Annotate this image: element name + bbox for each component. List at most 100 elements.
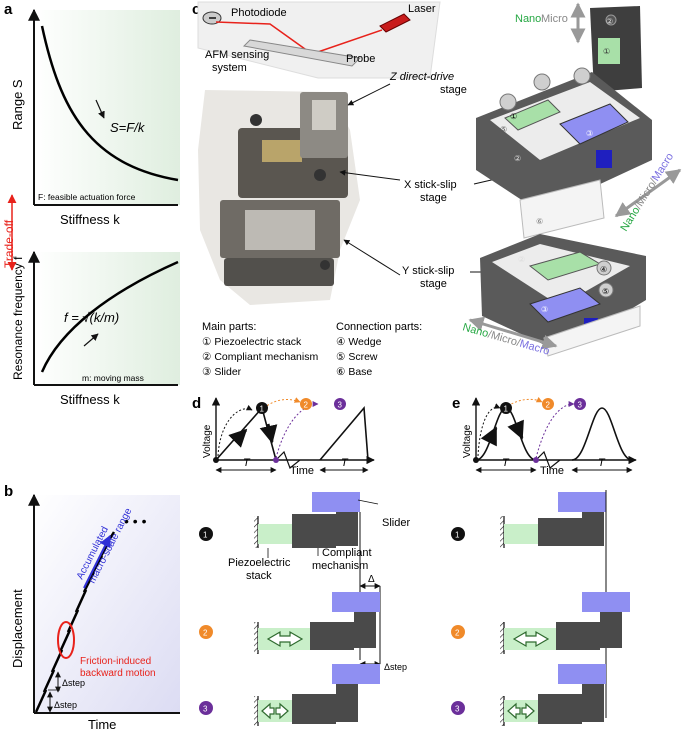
compliant-mechanism-1 [292,518,336,544]
y-stage-label-2: stage [420,278,447,290]
main-parts-title: Main parts: [202,321,256,333]
stage-labels: Z direct-drive stage X stick-slip stage … [339,71,501,290]
connection-part-6: ⑥ Base [336,366,372,378]
laser-label: Laser [408,3,436,15]
y-part-4: ④ [600,265,607,274]
e-piezo-stack-1 [504,524,538,544]
e-time-label: Time [540,465,564,477]
photodiode-label: Photodiode [231,7,287,19]
d-state-3: 3 [203,705,208,714]
afm-inset: Photodiode Laser AFM sensing system Prob… [197,1,441,79]
panel-label-e: e [452,395,460,412]
e-slider-3 [558,664,606,684]
friction-label-1: Friction-induced [80,656,151,667]
y-stage-label-1: Y stick-slip [402,265,454,277]
y-part-5: ⑤ [602,287,609,296]
tradeoff-indicator: Trade-off [2,194,17,271]
e-marker-3: 3 [578,401,583,410]
d-period-2: T [341,457,349,469]
y-scale-sep2: / [515,337,522,350]
d-marker-1: 1 [260,405,265,414]
laser-icon [379,13,411,33]
force-note: F: feasible actuation force [38,192,136,202]
x-part-2: ② [514,154,521,163]
x-part-1: ① [510,112,517,121]
e-voltage-label: Voltage [462,424,473,458]
main-part-1: ① Piezoelectric stack [202,336,302,348]
parts-legend: Main parts: ① Piezoelectric stack ② Comp… [202,321,422,378]
z-stage-label-2: stage [440,84,467,96]
e-period-1: T [502,457,510,469]
step-label-2: Δstep [54,700,77,710]
e-compliant-mechanism-2 [556,622,600,650]
e-marker-1: 1 [504,405,509,414]
cad-z-module: ② ① Nano Micro [515,2,642,92]
probe-label: Probe [346,53,375,65]
piezo-stack-3 [258,700,292,722]
main-part-2: ② Compliant mechanism [202,351,318,363]
e-piezo-stack-3 [504,700,538,722]
y-part-3: ③ [541,305,548,314]
d-marker-3: 3 [338,401,343,410]
e-state-2: 2 [455,629,460,638]
part-2-label: ② [606,17,613,26]
cad-y-stage: ② ③ ④ ⑤ Nano/Micro/Macro [461,234,646,358]
friction-highlight [57,621,75,659]
d-voltage-label: Voltage [202,424,213,458]
x-scale-sep1: / [632,202,644,212]
connection-part-5: ⑤ Screw [336,351,378,363]
e-slider-1 [558,492,606,512]
e-compliant-mechanism-1 [538,518,582,546]
compliant-label-2: mechanism [312,560,368,572]
afm-label-1: AFM sensing [205,49,269,61]
x-axis-arrow [614,168,682,218]
cad-x-stage: ① ⑤ ② ③ ⑥ Nano/Micro/Macro [476,67,682,239]
panel-label-a: a [4,1,13,18]
panel-label-d: d [192,395,201,412]
panel-label-b: b [4,483,13,500]
compliant-label-1: Compliant [322,547,372,559]
range-curve [40,25,179,182]
panel-e-mechanism: 1 2 3 [451,490,630,726]
d-state-1: 1 [203,531,208,540]
compliant-mechanism-2 [310,622,354,650]
x-part-6: ⑥ [536,217,543,226]
frequency-curve [40,260,179,373]
connection-part-4: ④ Wedge [336,336,382,348]
y-scale-sep1: / [486,329,493,342]
x-stage-label-1: X stick-slip [404,179,457,191]
mass-note: m: moving mass [82,373,144,383]
panel-label-c: c [192,1,200,18]
bell-2 [571,407,633,461]
slider-label: Slider [382,517,410,529]
laser-beam [215,21,383,55]
y-part-2: ② [518,255,525,264]
panel-a-top-plot: S=F/k F: feasible actuation force Range … [10,8,180,227]
friction-label-2: backward motion [80,668,156,679]
afm-label-2: system [212,62,247,74]
trend-arrow [83,333,99,347]
e-slider-2 [582,592,630,612]
connection-parts-title: Connection parts: [336,321,422,333]
stage-photo [198,90,360,305]
panel-e-waveform: 1 2 3 T T Time Voltage [462,396,637,477]
tradeoff-label: Trade-off [2,219,16,268]
range-y-label: Range S [10,79,25,130]
time-x-label: Time [88,717,116,732]
d-period-1: T [243,457,251,469]
range-equation: S=F/k [110,120,146,135]
stiffness-x-label-top: Stiffness k [60,212,120,227]
piezo-element [262,140,302,162]
slider-3 [332,664,380,684]
step-label-1: Δstep [62,678,85,688]
y-axis-arrow [468,316,558,350]
e-state-3: 3 [455,705,460,714]
sawtooth-1 [215,406,277,461]
frequency-y-label: Resonance frequency f [11,256,25,380]
e-period-2: T [598,457,606,469]
slider-2 [332,592,380,612]
d-time-label: Time [290,465,314,477]
panel-b-plot: • • • Accumulated macro-scale range Fric… [10,493,180,732]
delta-label: Δ [368,574,375,585]
